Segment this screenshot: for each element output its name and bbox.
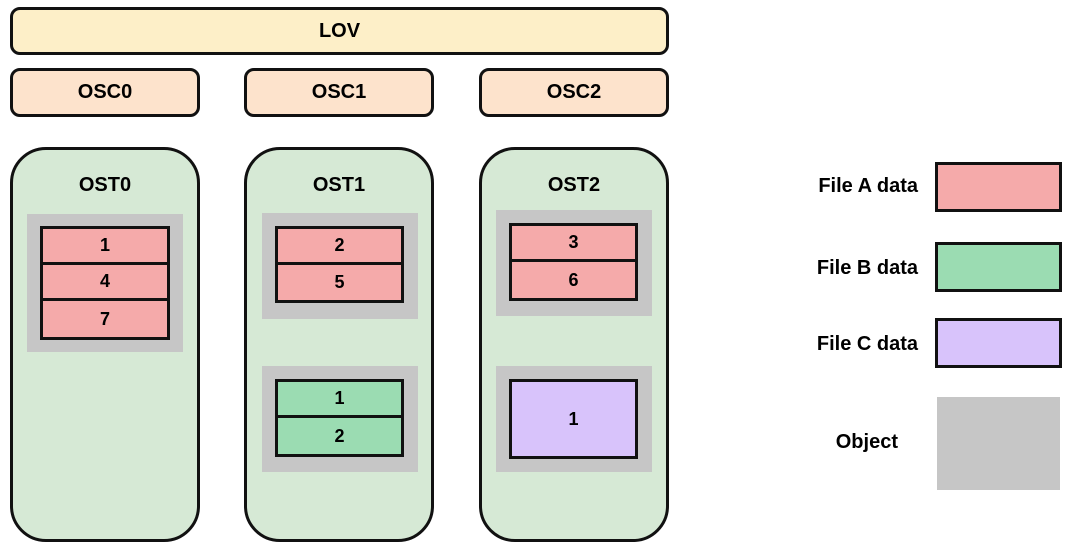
osc2-box: OSC2 [479, 68, 669, 117]
ost1-label: OST1 [312, 174, 366, 196]
lov-box: LOV [10, 7, 669, 55]
ost2-label: OST2 [547, 174, 601, 196]
lov-label: LOV [318, 19, 361, 42]
stripe-cell: 1 [568, 408, 579, 429]
osc0-label: OSC0 [77, 81, 133, 103]
legend-file-c-swatch [935, 318, 1062, 368]
stripe-cell: 6 [568, 269, 579, 290]
ost1-object-2-stripes: 1 2 [275, 379, 404, 457]
osc2-label: OSC2 [546, 81, 602, 103]
legend-file-b-label: File B data [816, 257, 918, 279]
ost0-label: OST0 [78, 174, 132, 196]
ost2-object-2-stripes: 1 [509, 379, 638, 459]
stripe-cell: 5 [334, 272, 345, 292]
osc1-box: OSC1 [244, 68, 434, 117]
stripe-cell: 2 [278, 229, 401, 265]
ost2-container: OST2 [479, 147, 669, 542]
ost1-object-1-stripes: 2 5 [275, 226, 404, 303]
legend-file-c-label: File C data [816, 333, 918, 355]
ost0-object-1-stripes: 1 4 7 [40, 226, 170, 340]
stripe-cell: 1 [43, 229, 167, 265]
ost2-object-1-stripes: 3 6 [509, 223, 638, 301]
legend-file-a-label: File A data [818, 175, 918, 197]
stripe-cell: 7 [99, 308, 110, 329]
legend-file-a-swatch [935, 162, 1062, 212]
stripe-cell: 3 [512, 226, 635, 262]
stripe-cell: 4 [43, 265, 167, 301]
stripe-cell: 1 [278, 382, 401, 418]
osc1-label: OSC1 [311, 81, 367, 103]
legend-file-b-swatch [935, 242, 1062, 292]
stripe-cell: 2 [334, 425, 345, 446]
legend-object-label: Object [835, 431, 898, 453]
ost1-container: OST1 [244, 147, 434, 542]
legend-object-swatch [937, 397, 1060, 490]
osc0-box: OSC0 [10, 68, 200, 117]
